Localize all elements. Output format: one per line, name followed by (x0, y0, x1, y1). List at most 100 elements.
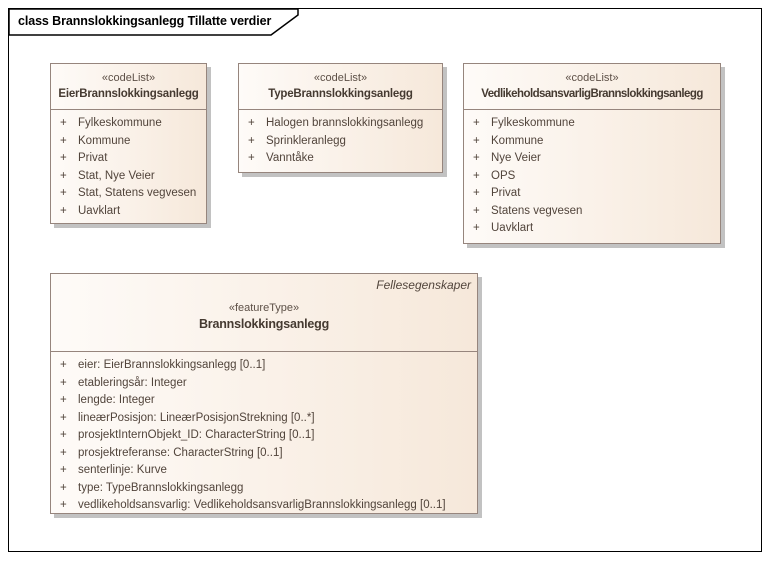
attribute-list: + eier: EierBrannslokkingsanlegg [0..1] + e… (51, 352, 477, 515)
stereotype-label: «codeList» (565, 72, 619, 84)
visibility-marker: + (60, 204, 67, 217)
stereotype-label: «codeList» (101, 72, 156, 84)
featuretype-header: Fellesegenskaper «featureType» Brannslok… (51, 274, 477, 352)
diagram-title-tab: class Brannslokkingsanlegg Tillatte verd… (8, 8, 302, 38)
attribute-row-label: eier: EierBrannslokkingsanlegg [0..1] (78, 359, 266, 371)
attribute-row-label: etableringsår: Integer (78, 376, 187, 389)
attribute-row: + eier: EierBrannslokkingsanlegg [0..1] (51, 357, 477, 375)
enum-literal-row: + Stat, Nye Veier (51, 168, 206, 186)
enum-literal-row-label: Privat (78, 152, 108, 164)
enum-literal-row-label: Fylkeskommune (78, 117, 162, 129)
attribute-row: + lengde: Integer (51, 392, 477, 410)
visibility-marker: + (248, 117, 255, 129)
enum-literal-row-label: Kommune (491, 134, 544, 147)
enum-literal-row-label: Kommune (78, 134, 131, 147)
enum-literal-row-label: Stat, Statens vegvesen (78, 187, 197, 199)
codelist-header: «codeList» EierBrannslokkingsanlegg (51, 64, 206, 110)
visibility-marker: + (60, 429, 67, 441)
visibility-marker: + (473, 169, 480, 182)
visibility-marker: + (473, 134, 480, 147)
enum-literal-row-label: OPS (491, 169, 516, 182)
codelist-header: «codeList» VedlikeholdsansvarligBrannslo… (464, 64, 720, 110)
enum-literal-row: +Statens vegvesen (464, 203, 720, 221)
enum-literal-row-label: Stat, Nye Veier (78, 169, 155, 182)
visibility-marker: + (60, 481, 67, 494)
class-name: TypeBrannslokkingsanlegg (268, 88, 413, 100)
enum-literal-row: + Kommune (51, 133, 206, 151)
enum-literal-row-label: Nye Veier (491, 152, 541, 164)
enum-literal-row-label: Privat (491, 187, 521, 199)
visibility-marker: + (473, 152, 480, 164)
package-label: Fellesegenskaper (376, 278, 471, 292)
enum-literal-row-label: Fylkeskommune (491, 117, 575, 129)
enum-literal-row-label: Uavklart (78, 204, 121, 217)
visibility-marker: + (60, 464, 67, 476)
visibility-marker: + (60, 117, 67, 129)
visibility-marker: + (473, 204, 480, 217)
attribute-row: + etableringsår: Integer (51, 375, 477, 393)
attribute-row-label: prosjektInternObjekt_ID: CharacterString… (78, 429, 315, 441)
visibility-marker: + (60, 187, 67, 199)
attribute-row-label: type: TypeBrannslokkingsanlegg (78, 481, 244, 494)
visibility-marker: + (473, 117, 480, 129)
enum-literal-row-label: Sprinkleranlegg (266, 134, 346, 147)
visibility-marker: + (60, 134, 67, 147)
visibility-marker: + (60, 376, 67, 389)
enum-literal-row: + Uavklart (51, 203, 206, 221)
attribute-row: + prosjektreferanse: CharacterString [0..… (51, 445, 477, 463)
enum-literal-list: + Fylkeskommune + Kommune + Nye Veier + OPS + Pri… (464, 110, 720, 238)
enum-literal-row: + Privat (51, 150, 206, 168)
attribute-row: + senterlinje: Kurve (51, 462, 477, 480)
class-name: EierBrannslokkingsanlegg (58, 88, 199, 100)
enum-literal-row: + Fylkeskommune (464, 115, 720, 133)
codelist-box-vedlikeholdsansvarligbrannslokkingsanlegg[interactable]: «codeList» VedlikeholdsansvarligBrannslo… (463, 63, 721, 244)
enum-literal-list: + Fylkeskommune + Kommune + Privat + Stat, Nye … (51, 110, 206, 220)
visibility-marker: + (60, 394, 67, 406)
attribute-row-label: prosjektreferanse: CharacterString [0..1… (78, 446, 283, 459)
visibility-marker: + (248, 134, 255, 147)
stereotype-label: «featureType» (228, 302, 300, 314)
attribute-row-label: lineærPosisjon: LineærPosisjonStrekning … (78, 411, 315, 424)
visibility-marker: + (473, 187, 480, 199)
visibility-marker: + (60, 169, 67, 182)
enum-literal-row: + OPS (464, 168, 720, 186)
featuretype-box-brannslokkingsanlegg[interactable]: Fellesegenskaper «featureType» Brannslok… (50, 273, 478, 514)
enum-literal-row: + Fylkeskommune (51, 115, 206, 133)
enum-literal-row: + Halogen brannslokkingsanlegg (239, 115, 442, 133)
visibility-marker: + (60, 499, 67, 511)
attribute-row: + type: TypeBrannslokkingsanlegg (51, 480, 477, 498)
visibility-marker: + (60, 152, 67, 164)
enum-literal-row-label: Uavklart (491, 222, 534, 234)
attribute-row-label: lengde: Integer (78, 394, 155, 406)
visibility-marker: + (60, 359, 67, 371)
attribute-row: + prosjektInternObjekt_ID: CharacterStrin… (51, 427, 477, 445)
enum-literal-row: + Uavklart (464, 220, 720, 238)
enum-literal-list: + Halogen brannslokkingsanlegg + Sprinklera… (239, 110, 442, 168)
enum-literal-row: + Nye Veier (464, 150, 720, 168)
attribute-row: + vedlikeholdsansvarlig: Vedlikeholdsansv… (51, 497, 477, 515)
attribute-row: + lineærPosisjon: LineærPosisjonStrekning… (51, 410, 477, 428)
visibility-marker: + (248, 152, 255, 164)
visibility-marker: + (60, 411, 67, 424)
codelist-box-typebrannslokkingsanlegg[interactable]: «codeList» TypeBrannslokkingsanlegg + Hal… (238, 63, 443, 173)
enum-literal-row: + Vanntåke (239, 150, 442, 168)
title-tab-shape-icon (8, 8, 299, 36)
diagram-title: class Brannslokkingsanlegg Tillatte verd… (18, 14, 272, 28)
codelist-box-eierbrannslokkingsanlegg[interactable]: «codeList» EierBrannslokkingsanlegg + Fyl… (50, 63, 207, 224)
enum-literal-row: + Privat (464, 185, 720, 203)
codelist-header: «codeList» TypeBrannslokkingsanlegg (239, 64, 442, 110)
class-name: Brannslokkingsanlegg (198, 317, 330, 331)
enum-literal-row-label: Vanntåke (266, 152, 314, 164)
attribute-row-label: senterlinje: Kurve (78, 464, 167, 476)
enum-literal-row-label: Halogen brannslokkingsanlegg (266, 117, 424, 129)
enum-literal-row: + Stat, Statens vegvesen (51, 185, 206, 203)
diagram-frame (8, 8, 762, 552)
stereotype-label: «codeList» (313, 72, 368, 84)
class-name: VedlikeholdsansvarligBrannslokkingsanleg… (481, 88, 703, 100)
enum-literal-row: + Kommune (464, 133, 720, 151)
visibility-marker: + (60, 446, 67, 459)
enum-literal-row: + Sprinkleranlegg (239, 133, 442, 151)
attribute-row-label: vedlikeholdsansvarlig: Vedlikeholdsansva… (78, 499, 446, 511)
visibility-marker: + (473, 222, 480, 234)
